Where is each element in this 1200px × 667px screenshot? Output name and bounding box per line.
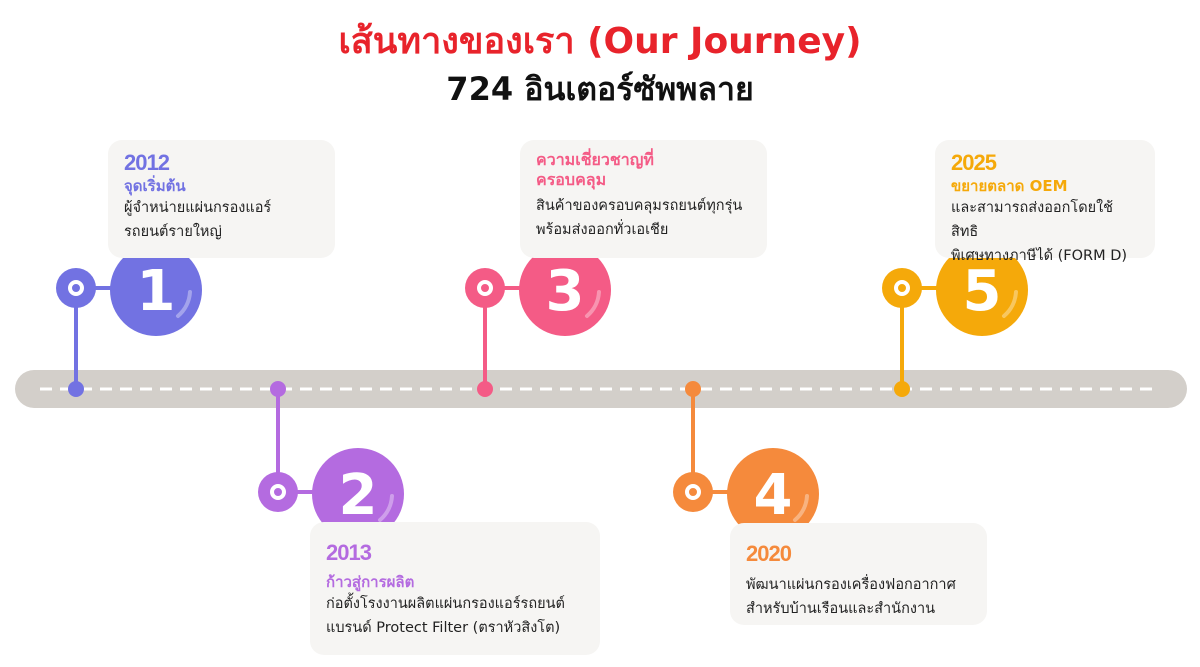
milestone-card-2: 2013 ก้าวสู่การผลิต ก่อตั้งโรงงานผลิตแผ่… [310, 522, 600, 655]
year: 2020 [746, 541, 792, 566]
desc-line: สำหรับบ้านเรือนและสำนักงาน [746, 601, 936, 617]
road-dot [685, 381, 701, 397]
circle-highlight [378, 494, 394, 522]
subtitle: ก้าวสู่การผลิต [326, 573, 415, 591]
small-node-ring [270, 484, 286, 500]
number-circle [110, 244, 202, 336]
milestone-number: 4 [754, 463, 793, 528]
milestone-number: 1 [137, 259, 176, 324]
circle-highlight [585, 290, 601, 318]
milestone-card-3: ความเชี่ยวชาญที่ครอบคลุม สินค้าของครอบคล… [520, 140, 767, 258]
desc-line: ก่อตั้งโรงงานผลิตแผ่นกรองแอร์รถยนต์ [326, 596, 565, 612]
road-dot [270, 381, 286, 397]
road-dot [477, 381, 493, 397]
small-node-ring [894, 280, 910, 296]
number-circle [519, 244, 611, 336]
desc-line: พร้อมส่งออกทั่วเอเชีย [536, 222, 669, 238]
road-dot [68, 381, 84, 397]
subtitle: ขยายตลาด OEM [951, 177, 1068, 195]
small-node [258, 472, 298, 512]
small-node [56, 268, 96, 308]
milestone-number: 5 [963, 259, 1002, 324]
circle-highlight [176, 290, 192, 318]
desc-line: พิเศษทางภาษีได้ (FORM D) [951, 248, 1128, 264]
desc-line: พัฒนาแผ่นกรองเครื่องฟอกอากาศ [746, 577, 956, 593]
desc-line: แบรนด์ Protect Filter (ตราหัวสิงโต) [326, 620, 561, 636]
desc-line: ผู้จำหน่ายแผ่นกรองแอร์ [124, 200, 272, 216]
milestone-card-5: 2025 ขยายตลาด OEM และสามารถส่งออกโดยใช้ส… [935, 140, 1155, 264]
small-node [673, 472, 713, 512]
desc-line: สินค้าของครอบคลุมรถยนต์ทุกรุ่น [536, 198, 743, 214]
small-node [882, 268, 922, 308]
subtitle: ความเชี่ยวชาญที่ครอบคลุม [536, 150, 654, 189]
year: 2013 [326, 540, 372, 565]
company-name: 724 อินเตอร์ซัพพลาย [446, 70, 754, 108]
milestone-number: 3 [546, 259, 585, 324]
year: 2012 [124, 150, 170, 175]
small-node-ring [68, 280, 84, 296]
small-node-ring [477, 280, 493, 296]
subtitle: จุดเริ่มต้น [124, 177, 186, 195]
number-circle [727, 448, 819, 540]
small-node [465, 268, 505, 308]
milestone-card-4: 2020 พัฒนาแผ่นกรองเครื่องฟอกอากาศ สำหรับ… [730, 523, 987, 625]
page-title: เส้นทางของเรา (Our Journey) [338, 21, 862, 62]
desc-line: และสามารถส่งออกโดยใช้สิทธิ [951, 200, 1114, 240]
road-dot [894, 381, 910, 397]
desc-line: รถยนต์รายใหญ่ [124, 224, 222, 240]
year: 2025 [951, 150, 997, 175]
number-circle [312, 448, 404, 540]
milestone-number: 2 [339, 463, 378, 528]
circle-highlight [793, 494, 809, 522]
milestone-card-1: 2012 จุดเริ่มต้น ผู้จำหน่ายแผ่นกรองแอร์ … [108, 140, 335, 258]
small-node-ring [685, 484, 701, 500]
circle-highlight [1002, 290, 1018, 318]
number-circle [936, 244, 1028, 336]
